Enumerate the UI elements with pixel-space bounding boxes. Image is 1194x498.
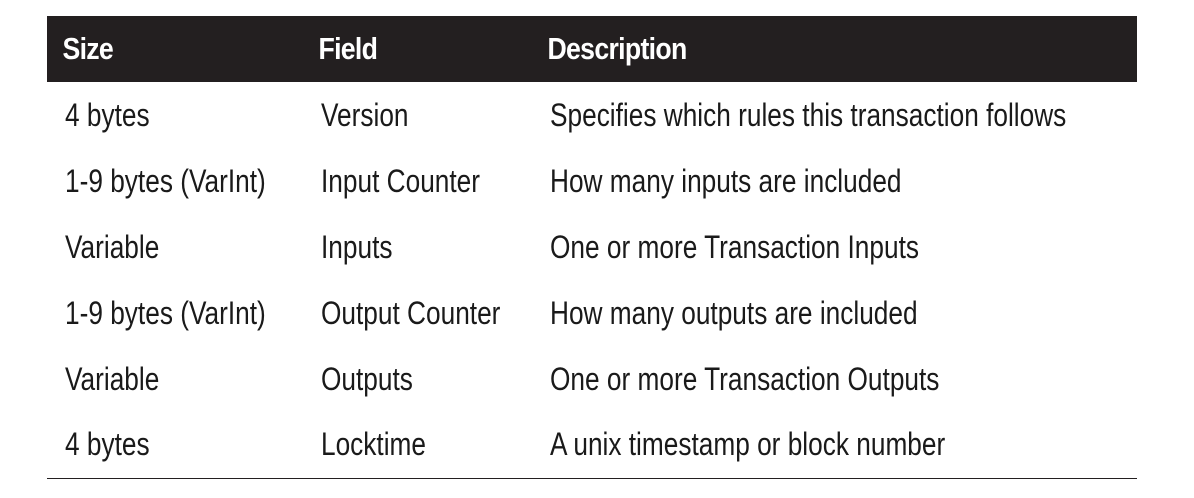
cell-field: Locktime: [303, 412, 532, 478]
header-size: Size: [62, 31, 114, 66]
cell-description: Specifies which rules this transaction f…: [532, 82, 1137, 148]
cell-size-text: Variable: [65, 360, 160, 397]
table-header: Size Field Description: [47, 16, 1137, 82]
table-row: 1-9 bytes (VarInt) Input Counter How man…: [47, 148, 1137, 214]
table-body: 4 bytes Version Specifies which rules th…: [47, 82, 1137, 478]
cell-field-text: Outputs: [321, 360, 413, 397]
cell-field: Outputs: [303, 346, 532, 412]
cell-field-text: Version: [321, 96, 409, 133]
header-field: Field: [318, 31, 378, 66]
cell-field: Version: [303, 82, 532, 148]
cell-description: One or more Transaction Outputs: [532, 346, 1137, 412]
cell-size: Variable: [47, 214, 303, 280]
cell-description: One or more Transaction Inputs: [532, 214, 1137, 280]
cell-field-text: Locktime: [321, 426, 426, 463]
header-row: Size Field Description: [47, 16, 1137, 82]
cell-size-text: 1-9 bytes (VarInt): [65, 294, 266, 331]
table-row: 4 bytes Version Specifies which rules th…: [47, 82, 1137, 148]
cell-description-text: How many inputs are included: [550, 162, 902, 199]
cell-description: How many inputs are included: [532, 148, 1137, 214]
cell-size: 4 bytes: [47, 412, 303, 478]
cell-description-text: One or more Transaction Inputs: [550, 228, 919, 265]
table-row: Variable Inputs One or more Transaction …: [47, 214, 1137, 280]
transaction-structure-table: Size Field Description 4 bytes Version S…: [47, 16, 1137, 479]
cell-field: Inputs: [303, 214, 532, 280]
cell-size-text: 1-9 bytes (VarInt): [65, 162, 266, 199]
transaction-structure-table-wrapper: Size Field Description 4 bytes Version S…: [47, 16, 1137, 479]
cell-size: 1-9 bytes (VarInt): [47, 148, 303, 214]
table-row: 1-9 bytes (VarInt) Output Counter How ma…: [47, 280, 1137, 346]
cell-field-text: Output Counter: [321, 294, 501, 331]
cell-description-text: Specifies which rules this transaction f…: [550, 96, 1067, 133]
cell-description: A unix timestamp or block number: [532, 412, 1137, 478]
cell-size-text: Variable: [65, 228, 160, 265]
table-row: 4 bytes Locktime A unix timestamp or blo…: [47, 412, 1137, 478]
cell-field: Output Counter: [303, 280, 532, 346]
cell-description-text: A unix timestamp or block number: [550, 426, 946, 463]
cell-size: Variable: [47, 346, 303, 412]
cell-field-text: Input Counter: [321, 162, 481, 199]
header-description: Description: [547, 31, 687, 66]
cell-size: 1-9 bytes (VarInt): [47, 280, 303, 346]
cell-size-text: 4 bytes: [65, 426, 150, 463]
cell-field: Input Counter: [303, 148, 532, 214]
cell-description: How many outputs are included: [532, 280, 1137, 346]
cell-description-text: One or more Transaction Outputs: [550, 360, 940, 397]
cell-size: 4 bytes: [47, 82, 303, 148]
cell-size-text: 4 bytes: [65, 96, 150, 133]
table-row: Variable Outputs One or more Transaction…: [47, 346, 1137, 412]
cell-description-text: How many outputs are included: [550, 294, 918, 331]
cell-field-text: Inputs: [321, 228, 393, 265]
